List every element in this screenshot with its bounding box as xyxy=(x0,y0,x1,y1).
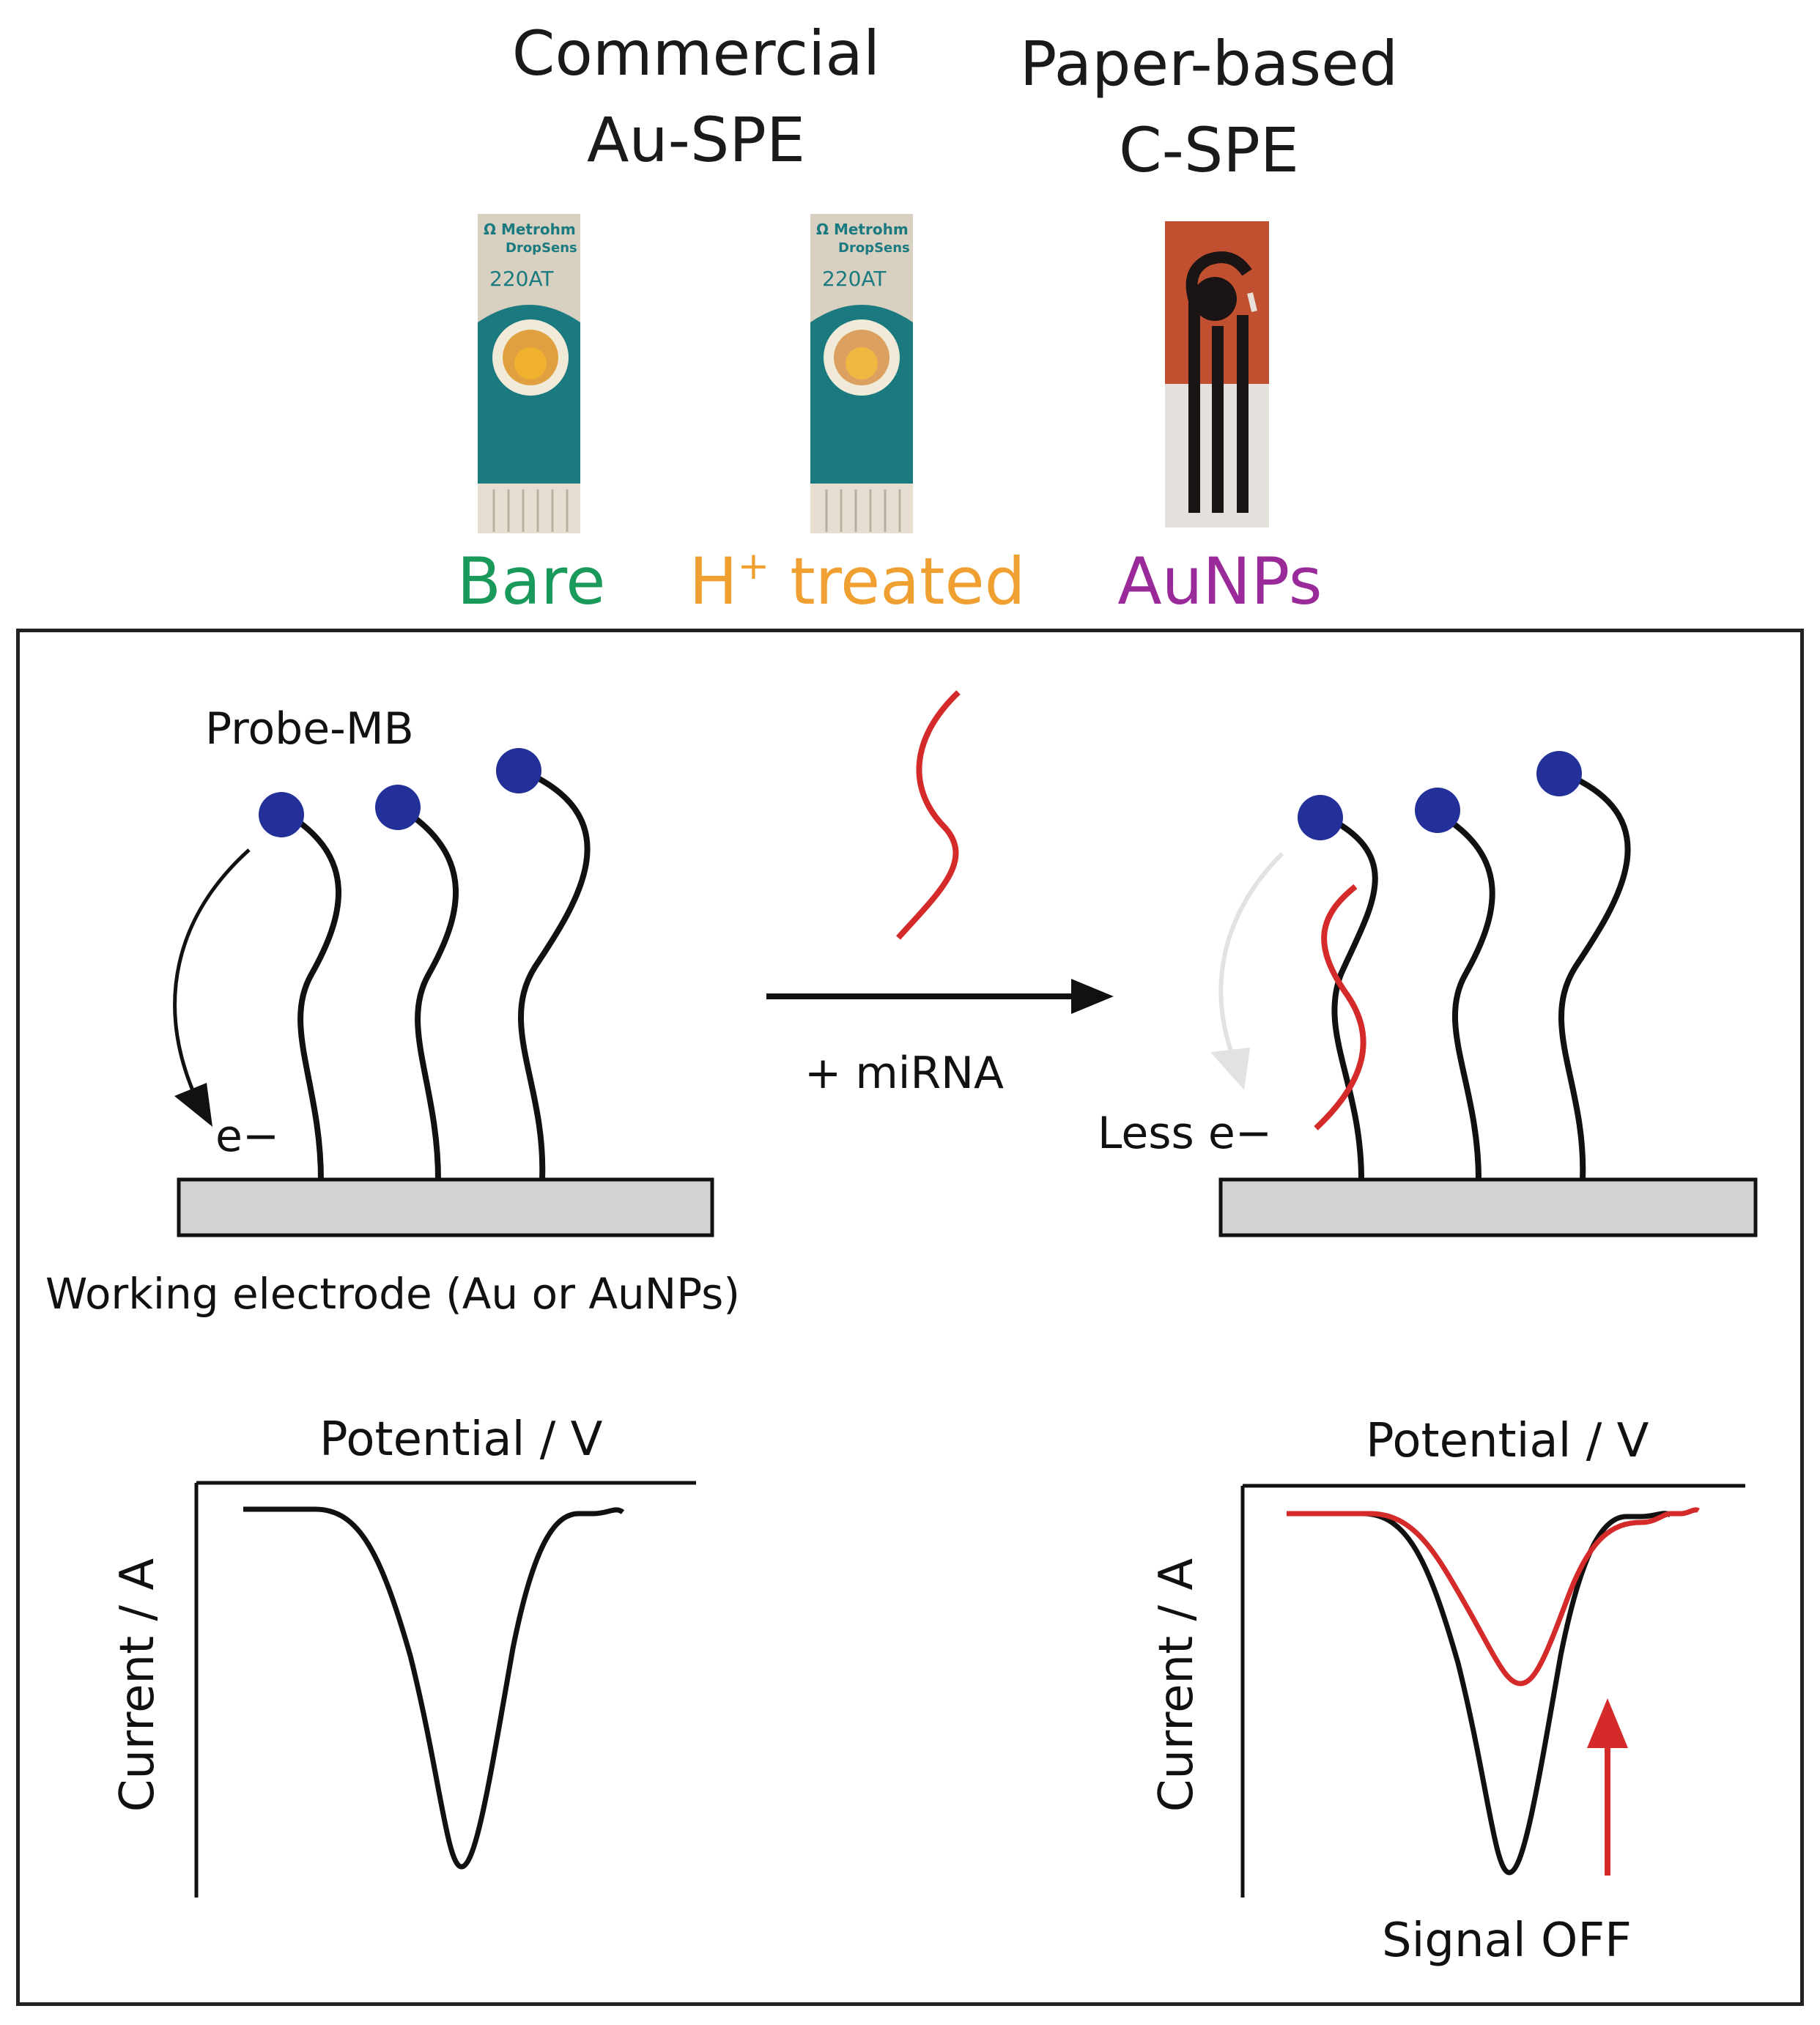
electron-label: e− xyxy=(215,1111,280,1162)
right-probe-strand-1 xyxy=(1325,814,1378,1180)
left-electrode-assembly xyxy=(173,748,714,1237)
commercial-au-spe-title: Commercial Au-SPE xyxy=(440,10,952,183)
right-probe-bead-2 xyxy=(1415,788,1460,833)
right-plot-ylabel: Current / A xyxy=(1150,1558,1204,1813)
left-plot-xlabel: Potential / V xyxy=(319,1413,603,1467)
bare-spe-brand: Ω Metrohm xyxy=(484,221,576,238)
commercial-label: Commercial xyxy=(511,18,881,89)
right-plot-xlabel: Potential / V xyxy=(1366,1414,1649,1468)
right-peak-curve-after xyxy=(1287,1507,1700,1687)
hybridized-mirna-strand xyxy=(1314,884,1366,1130)
treated-caption: H+ treated xyxy=(659,544,1055,619)
electrode-photos: Ω Metrohm DropSens 220AT Ω Metrohm DropS… xyxy=(478,214,1269,533)
left-probe-bead-2 xyxy=(375,785,421,830)
right-probe-strand-2 xyxy=(1435,810,1495,1180)
working-electrode-label: Working electrode (Au or AuNPs) xyxy=(45,1269,740,1319)
treated-spe-brand: Ω Metrohm xyxy=(816,221,909,238)
scheme-frame xyxy=(16,629,1804,2006)
left-probe-strand-2 xyxy=(401,807,459,1180)
left-probe-bead-1 xyxy=(259,792,304,837)
right-voltammogram xyxy=(1240,1484,1745,1898)
bare-caption: Bare xyxy=(456,544,606,619)
weak-electron-transfer-arrow xyxy=(1218,851,1284,1056)
left-plot-ylabel: Current / A xyxy=(111,1558,165,1813)
left-probe-bead-3 xyxy=(496,748,541,793)
left-probe-strand-1 xyxy=(284,810,341,1180)
aunps-caption: AuNPs xyxy=(1117,544,1323,619)
weak-electron-transfer-arrowhead xyxy=(1210,1048,1250,1090)
treated-spe-model: 220AT xyxy=(822,267,887,291)
electron-transfer-arrowhead xyxy=(174,1083,212,1127)
right-probe-bead-3 xyxy=(1536,751,1582,796)
reaction-arrowhead xyxy=(1071,979,1114,1014)
treated-spe-image: Ω Metrohm DropSens 220AT xyxy=(810,214,913,533)
electron-transfer-arrow xyxy=(173,848,251,1100)
right-probe-strand-3 xyxy=(1558,772,1631,1180)
au-spe-label: Au-SPE xyxy=(586,104,806,176)
treated-caption-main: H xyxy=(689,544,738,619)
mirna-arrow-label: + miRNA xyxy=(804,1048,1005,1099)
free-mirna-strand xyxy=(896,690,961,940)
bare-spe-brand-2: DropSens xyxy=(506,240,577,256)
probe-mb-label: Probe-MB xyxy=(205,703,414,755)
treated-caption-rest: treated xyxy=(769,544,1026,619)
signal-off-arrowhead xyxy=(1587,1698,1628,1748)
bare-spe-image: Ω Metrohm DropSens 220AT xyxy=(478,214,580,533)
right-probe-bead-1 xyxy=(1298,795,1343,840)
treated-spe-brand-2: DropSens xyxy=(838,240,910,256)
c-spe-label: C-SPE xyxy=(1118,114,1299,186)
left-peak-curve xyxy=(243,1506,625,1870)
less-electron-label: Less e− xyxy=(1098,1108,1273,1159)
paper-based-c-spe-title: Paper-based C-SPE xyxy=(952,21,1465,193)
signal-off-label: Signal OFF xyxy=(1382,1914,1632,1968)
paper-spe-image xyxy=(1165,221,1269,527)
right-working-electrode xyxy=(1218,1177,1758,1237)
right-electrode-assembly xyxy=(1210,751,1758,1237)
bare-spe-model: 220AT xyxy=(489,267,554,291)
treated-caption-sup: + xyxy=(737,544,770,588)
paper-based-label: Paper-based xyxy=(1019,28,1399,100)
left-voltammogram xyxy=(194,1481,696,1898)
left-working-electrode xyxy=(177,1177,714,1237)
right-peak-curve-before xyxy=(1287,1511,1672,1876)
left-probe-strand-3 xyxy=(518,770,591,1180)
